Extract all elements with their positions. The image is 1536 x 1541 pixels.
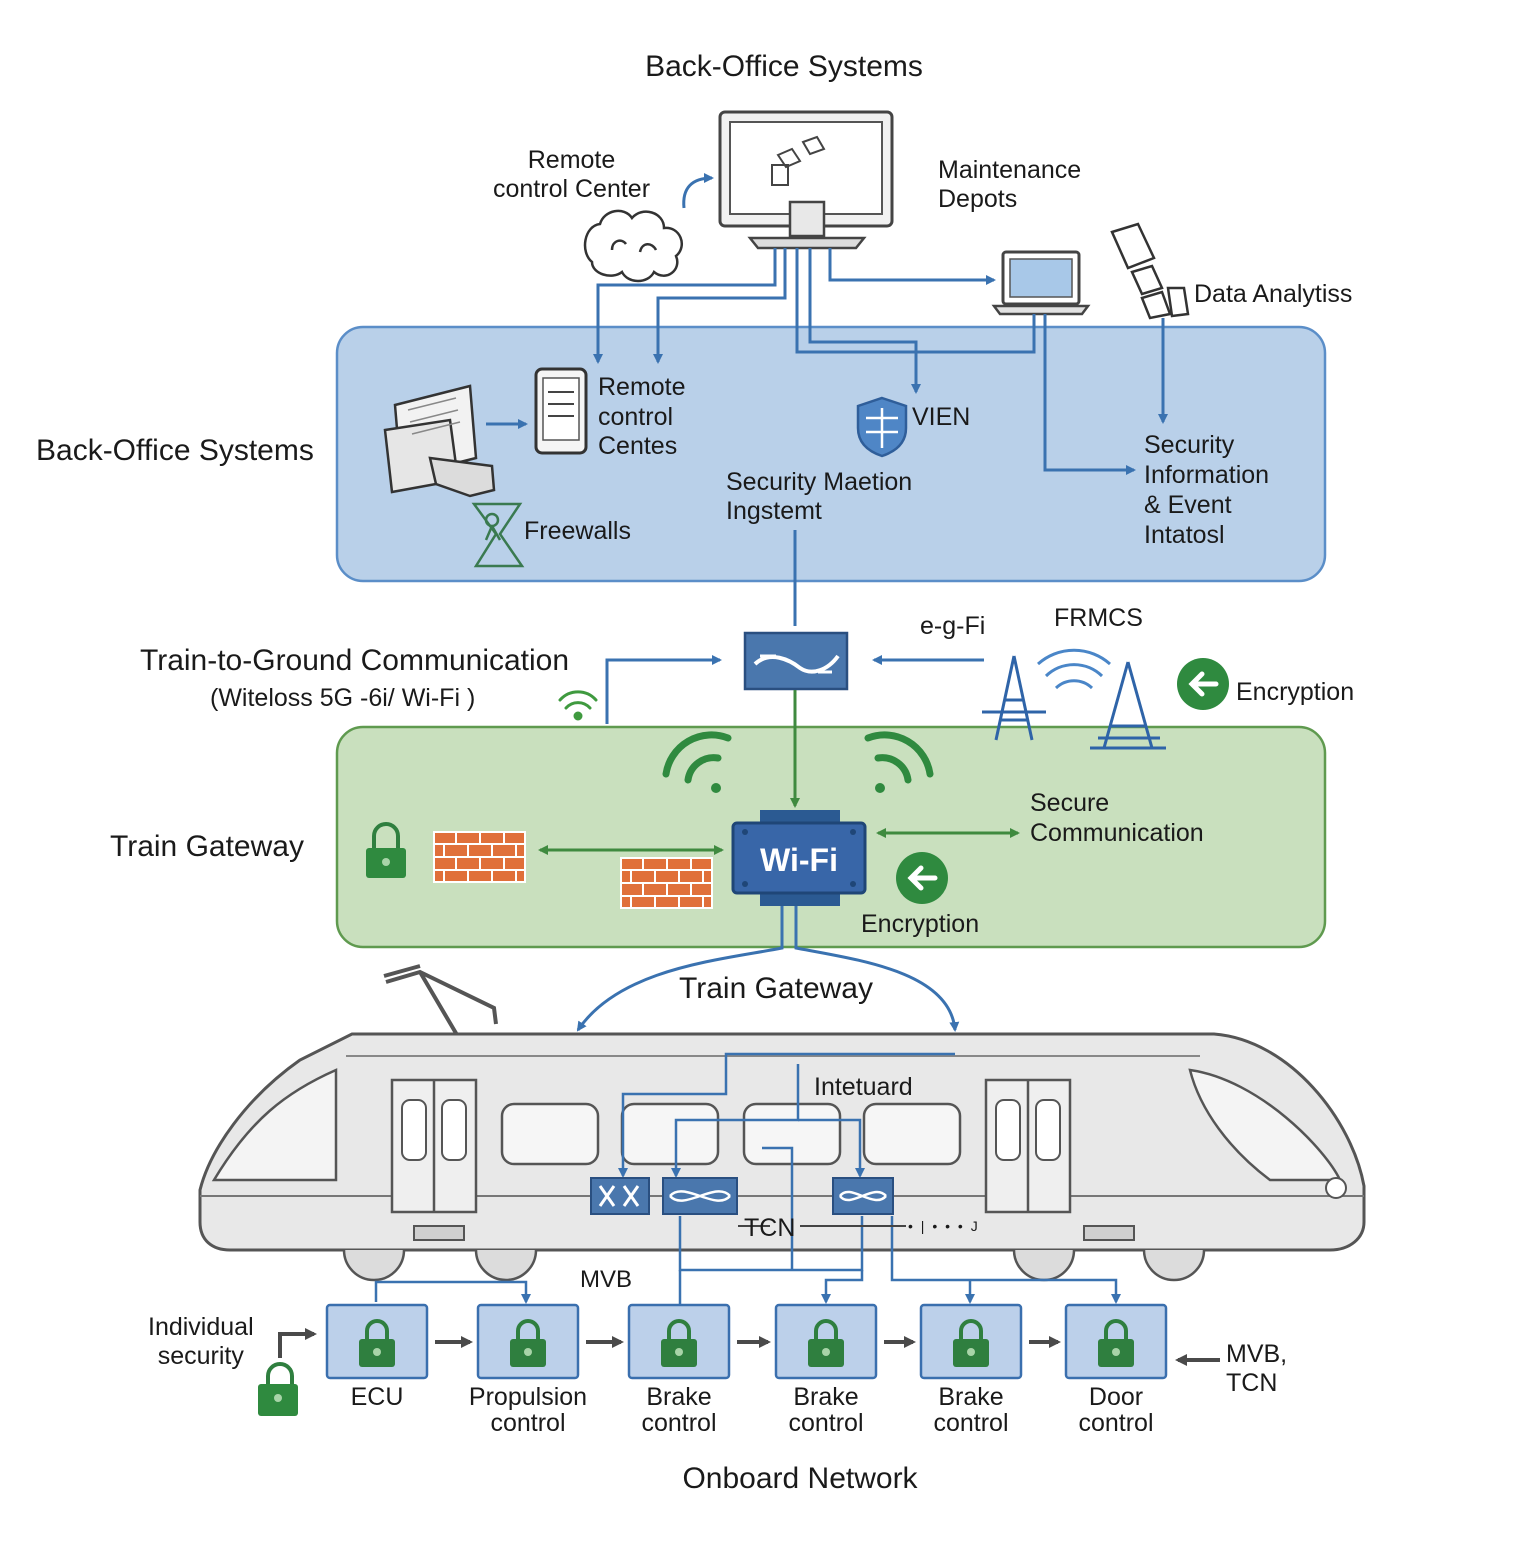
node-lock-icon	[953, 1319, 989, 1367]
encryption-icon	[1177, 658, 1229, 710]
document-server-icon	[383, 384, 496, 498]
individual-security-arrow	[278, 1328, 317, 1358]
comm-to-router-arrow	[605, 655, 722, 724]
mvb-tcn-label: MVB, TCN	[1226, 1340, 1288, 1397]
vpn-label: VIEN	[912, 403, 971, 431]
encryption-gateway-icon	[896, 852, 948, 904]
onboard-node	[627, 1303, 731, 1380]
firewall-icon	[471, 502, 525, 568]
wifi-signal-left-icon	[662, 731, 732, 793]
node-label: Door control	[1078, 1383, 1154, 1438]
wifi-label: Wi-Fi	[760, 842, 838, 878]
backoffice-section-label: Back-Office Systems	[36, 434, 314, 467]
inteward-label: Intetuard	[814, 1073, 913, 1101]
frmcs-label: FRMCS	[1054, 604, 1143, 632]
individual-security-lock-icon	[258, 1362, 298, 1416]
maintenance-label: Maintenance Depots	[938, 156, 1082, 213]
node-lock-icon	[510, 1319, 546, 1367]
node-lock-icon	[661, 1319, 697, 1367]
node-label: Brake control	[788, 1383, 864, 1438]
mvb-label: MVB	[580, 1266, 633, 1293]
top-title: Back-Office Systems	[645, 50, 923, 83]
gateway-section-label: Train Gateway	[110, 830, 304, 863]
tcn-label: TCN	[744, 1214, 796, 1242]
node-label: ECU	[350, 1383, 404, 1411]
train-icon	[198, 964, 1366, 1282]
router-icon	[743, 631, 849, 691]
lock-icon	[366, 822, 406, 878]
train-internal-links	[374, 1052, 1121, 1336]
laptop-icon	[991, 250, 1091, 316]
node-lock-icon	[808, 1319, 844, 1367]
backoffice-links	[593, 173, 1168, 626]
onboard-node	[919, 1303, 1023, 1380]
gateway-encryption-label: Encryption	[861, 910, 980, 938]
wifi-small-icon	[558, 690, 598, 721]
vpn-shield-icon	[856, 396, 908, 458]
data-analytics-icon	[1110, 222, 1190, 320]
individual-security-label: Individual security	[148, 1313, 254, 1370]
node-label: Brake control	[933, 1383, 1009, 1438]
node-lock-icon	[1098, 1319, 1134, 1367]
onboard-title: Onboard Network	[682, 1462, 918, 1495]
gateway-to-train-links	[576, 906, 960, 1032]
wifi-signal-right-icon	[864, 731, 934, 793]
monitor-icon	[718, 110, 894, 250]
onboard-node	[774, 1303, 878, 1380]
node-label: Brake control	[641, 1383, 717, 1438]
onboard-node	[476, 1303, 580, 1380]
gateway-bottom-label: Train Gateway	[679, 972, 873, 1005]
node-lock-icon	[359, 1319, 395, 1367]
egfi-label: e-g-Fi	[920, 612, 986, 640]
network-switch-icon	[590, 1177, 894, 1215]
remote-center-label: Remote control Center	[493, 146, 651, 203]
onboard-nodes-layer	[325, 1303, 1168, 1380]
encryption-label: Encryption	[1236, 678, 1355, 706]
secure-comm-label: Secure Communication	[1030, 789, 1204, 847]
wifi-gateway-icon	[731, 810, 867, 906]
comm-label: Train-to-Ground Communication	[140, 644, 570, 677]
data-analytics-label: Data Analytiss	[1194, 280, 1353, 308]
radio-tower-icon	[982, 648, 1166, 750]
node-label: Propulsion control	[468, 1383, 588, 1438]
siem-label: Security Information & Event Intatosl	[1144, 431, 1270, 549]
remote-center-icon	[583, 209, 683, 283]
onboard-node	[1064, 1303, 1168, 1380]
security-mgmt-label: Security Maetion Ingstemt	[726, 468, 913, 525]
tablet-icon	[534, 367, 588, 455]
firewalls-label: Freewalls	[524, 517, 631, 545]
brick-firewall-2-icon	[620, 857, 713, 909]
brick-firewall-icon	[433, 831, 526, 883]
comm-sublabel: (Witeloss 5G -6i/ Wi-Fi )	[210, 684, 476, 712]
tcn-tail-label: • | • • • J	[908, 1218, 980, 1234]
remote-control-label: Remote control Centes	[598, 373, 686, 460]
onboard-node	[325, 1303, 429, 1380]
